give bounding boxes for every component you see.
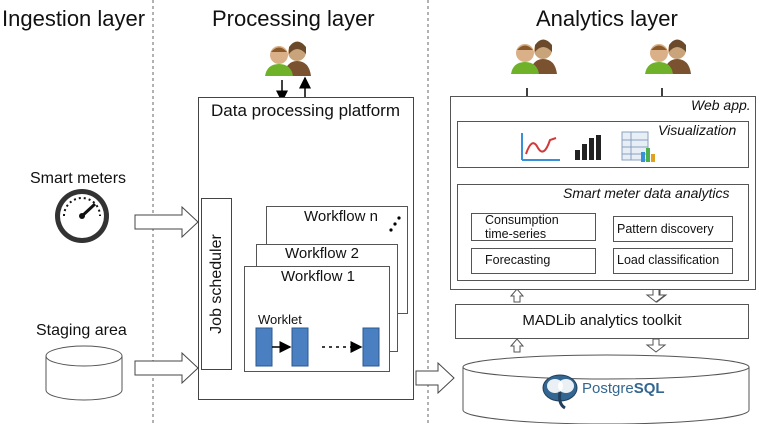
module-forecasting (471, 248, 596, 274)
module-forecasting-label: Forecasting (485, 253, 551, 267)
module-pattern-discovery (613, 216, 733, 242)
ingest-arrow-staging (134, 351, 199, 385)
postgres-suffix: SQL (633, 380, 665, 397)
workflow-n-label: Workflow n (304, 208, 378, 225)
smart-meters-label: Smart meters (30, 170, 127, 187)
visualization-label: Visualization (658, 122, 737, 138)
postgres-prefix: Postgre (582, 380, 634, 397)
module-pattern-discovery-label: Pattern discovery (617, 222, 714, 236)
module-load-classification-label: Load classification (617, 253, 720, 267)
postgres-label: PostgreSQL (582, 380, 665, 397)
job-scheduler-label: Job scheduler (207, 234, 225, 334)
visualization-box (457, 121, 749, 168)
smart-meter-analytics-label: Smart meter data analytics (563, 185, 730, 201)
staging-area-label: Staging area (36, 322, 127, 339)
ingest-arrow-meters (134, 205, 199, 239)
madlib-box (455, 304, 749, 339)
processing-to-db-arrow (415, 361, 455, 395)
analytics-layer-title: Analytics layer (536, 6, 678, 31)
module-consumption-label: Consumption time-series (485, 213, 559, 241)
processing-layer-title: Processing layer (212, 6, 375, 31)
platform-title: Data processing platform (211, 101, 400, 120)
ingestion-layer-title: Ingestion layer (2, 6, 146, 31)
job-scheduler (201, 198, 232, 370)
web-app-label: Web app. (691, 97, 751, 113)
workflow-2-label: Workflow 2 (285, 245, 359, 262)
workflow-1-label: Workflow 1 (281, 268, 355, 285)
madlib-label: MADLib analytics toolkit (522, 312, 682, 329)
module-consumption (471, 213, 596, 241)
module-load-classification (613, 248, 733, 274)
worklet-label: Worklet (258, 312, 302, 327)
